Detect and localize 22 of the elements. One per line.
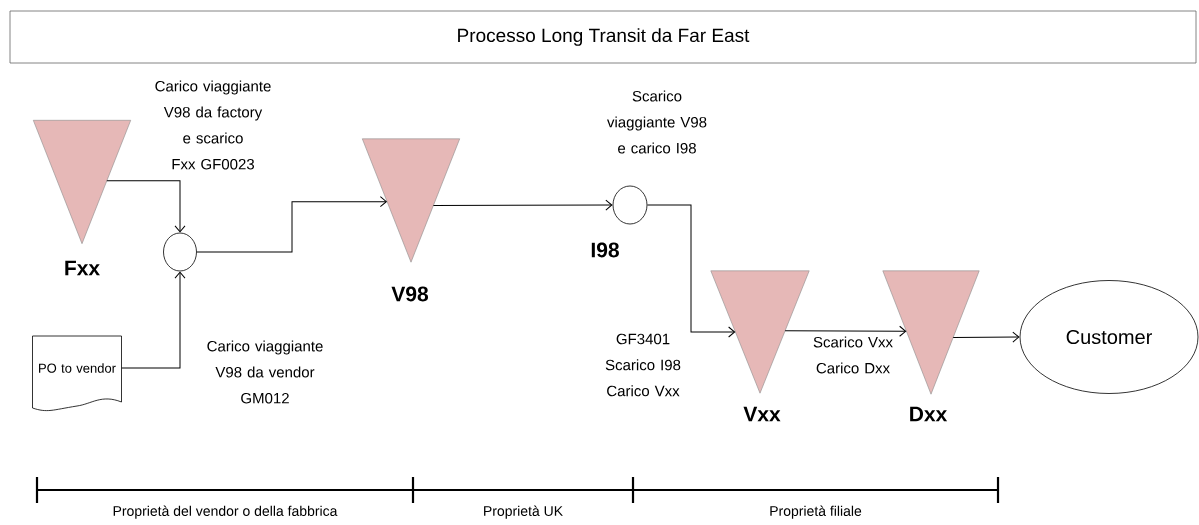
arrow [432, 199, 613, 211]
arrow [196, 196, 387, 253]
node-label: V98 [391, 286, 429, 302]
edge-label: GF3401 Scarico I98 Carico Vxx [598, 332, 688, 398]
node-label: I98 [591, 242, 619, 258]
edge-label: Carico viaggiante V98 da vendor GM012 [201, 339, 329, 405]
section-label: Proprietà filiale [770, 505, 862, 519]
node-label: Fxx [65, 260, 100, 276]
edge-label: Scarico Vxx Carico Dxx [808, 335, 898, 375]
node-label: Dxx [910, 406, 948, 422]
arrow [784, 325, 907, 337]
edge-label: Carico viaggiante V98 da factory e scarico Fxx GF0023 [153, 79, 273, 171]
arrow [106, 180, 186, 233]
node-label: Vxx [743, 406, 781, 422]
title-band: Processo Long Transit da Far East [9, 10, 1197, 64]
arrow [646, 204, 736, 338]
arrow [952, 331, 1020, 343]
junction-circle [163, 232, 197, 272]
section-label: Proprietà del vendor o della fabbrica [113, 505, 338, 519]
arrow [121, 271, 186, 369]
section-label: Proprietà UK [484, 505, 563, 519]
note-text: Scarico viaggiante V98 e carico I98 [607, 90, 707, 154]
